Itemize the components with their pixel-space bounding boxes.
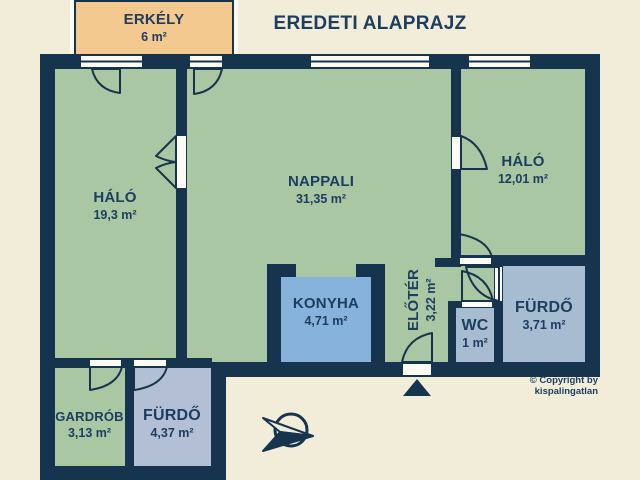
wall-gardrob-furdo xyxy=(125,358,134,470)
page-title: EREDETI ALAPRAJZ xyxy=(273,13,467,34)
room-furdo-1 xyxy=(503,266,585,362)
door-leaf-wc xyxy=(461,301,493,308)
wall-halo1-nappali xyxy=(176,69,187,362)
wall-left xyxy=(40,54,55,480)
room-halo-1 xyxy=(54,69,176,358)
door-leaf-furdo2 xyxy=(133,359,167,368)
room-wc xyxy=(455,308,494,362)
window-symbol-halo2 xyxy=(468,55,531,68)
window-symbol-halo1 xyxy=(80,55,143,68)
door-leaf-furdo1 xyxy=(494,266,503,302)
wall-konyha-stub-left xyxy=(267,264,296,277)
entrance-arrow-icon xyxy=(403,379,431,396)
window-symbol-balcony-door xyxy=(189,55,223,68)
door-leaf-gardrob xyxy=(89,359,122,368)
window-symbol-nappali xyxy=(310,55,430,68)
wall-konyha-left xyxy=(267,264,281,362)
compass-icon xyxy=(262,412,314,452)
room-erkely: ERKÉLY 6 m² xyxy=(74,0,234,56)
wall-halo2-bottom xyxy=(451,255,585,266)
door-leaf-entrance xyxy=(402,363,432,376)
door-leaf-halo2 xyxy=(451,136,461,170)
hall-lobby xyxy=(451,266,495,302)
room-halo-2 xyxy=(461,69,585,256)
wall-konyha-right xyxy=(371,264,385,362)
room-konyha xyxy=(281,277,371,362)
room-erkely-label: ERKÉLY 6 m² xyxy=(76,11,232,44)
room-area: 6 m² xyxy=(141,29,167,44)
room-name: ERKÉLY xyxy=(123,11,185,29)
copyright-text: © Copyright by kispalingatlan xyxy=(529,375,598,397)
room-furdo-2 xyxy=(133,368,211,466)
wall-annex-right xyxy=(211,362,226,480)
room-gardrob xyxy=(54,368,125,466)
wall-annex-bottom xyxy=(40,466,226,480)
wall-wc-left xyxy=(448,301,456,362)
door-leaf-halo1-double xyxy=(176,135,187,189)
door-leaf-halo2-lobby xyxy=(459,256,492,265)
wall-konyha-stub-right xyxy=(356,264,385,277)
wall-furdo1-left xyxy=(494,255,503,362)
wall-entry-stub xyxy=(435,258,461,267)
wall-right xyxy=(585,54,600,377)
